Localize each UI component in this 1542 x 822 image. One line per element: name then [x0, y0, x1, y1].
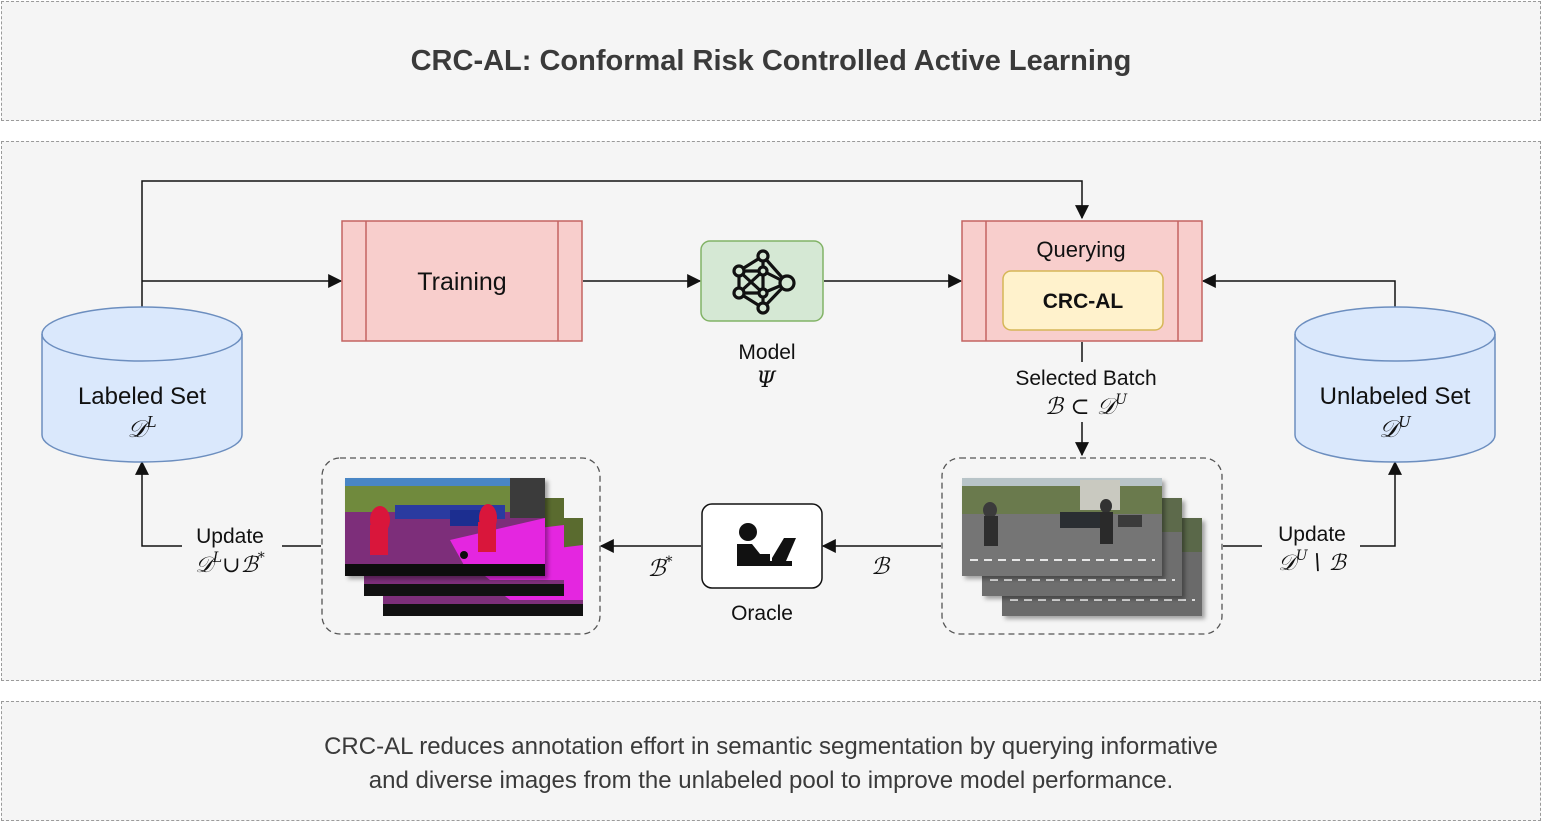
querying-label: Querying [1036, 237, 1125, 262]
unlabeled-set-label: Unlabeled Set [1320, 383, 1471, 410]
diagram-title: CRC-AL: Conformal Risk Controlled Active… [410, 45, 1132, 77]
segmentation-mask-image-1 [345, 478, 545, 576]
edge-unlabeled-to-querying [1201, 274, 1396, 307]
oracle-label: Oracle [731, 602, 793, 625]
edges [135, 180, 1402, 553]
unlabeled-images-group [941, 457, 1223, 635]
selected-batch-label: Selected Batch [1015, 367, 1156, 390]
update-labeled-symbol: 𝒟L∪ℬ* [195, 550, 265, 578]
oracle-node: Oracle [701, 503, 823, 625]
caption-panel: CRC-AL reduces annotation effort in sema… [1, 701, 1541, 821]
neural-network-icon [732, 249, 796, 315]
update-unlabeled-label: Update [1278, 523, 1346, 546]
selected-batch-symbol: ℬ ⊂ 𝒟U [1045, 392, 1128, 420]
model-label: Model [738, 341, 795, 364]
caption-line-2: and diverse images from the unlabeled po… [368, 767, 1174, 794]
batch-star-symbol: ℬ* [647, 554, 672, 582]
model-node: Model Ψ [700, 240, 824, 393]
labeled-set-label: Labeled Set [78, 383, 206, 410]
person-at-laptop-icon [737, 523, 796, 566]
training-process: Training [341, 220, 583, 342]
training-label: Training [417, 268, 506, 296]
update-labeled-label: Update [196, 525, 264, 548]
diagram-caption: CRC-AL reduces annotation effort in sema… [2, 730, 1540, 798]
batch-symbol: ℬ [871, 554, 891, 580]
edge-annotated-to-labeled-b [135, 460, 182, 547]
street-image-1 [962, 478, 1162, 576]
labeled-set-database: Labeled Set 𝒟L [41, 306, 243, 463]
edge-labeled-to-querying [141, 180, 1089, 307]
querying-process: Querying CRC-AL [961, 220, 1203, 342]
title-panel: CRC-AL: Conformal Risk Controlled Active… [1, 1, 1541, 121]
edge-batch-to-unlabeled-b [1360, 460, 1402, 547]
diagram-panel [1, 141, 1541, 681]
unlabeled-set-database: Unlabeled Set 𝒟U [1294, 306, 1496, 463]
crc-al-module [1002, 270, 1164, 331]
crc-al-module-label: CRC-AL [1043, 290, 1124, 313]
update-unlabeled-symbol: 𝒟U∖ ℬ [1278, 548, 1347, 576]
model-symbol: Ψ [756, 368, 776, 393]
annotated-images-group [321, 457, 601, 635]
caption-line-1: CRC-AL reduces annotation effort in sema… [324, 733, 1218, 760]
